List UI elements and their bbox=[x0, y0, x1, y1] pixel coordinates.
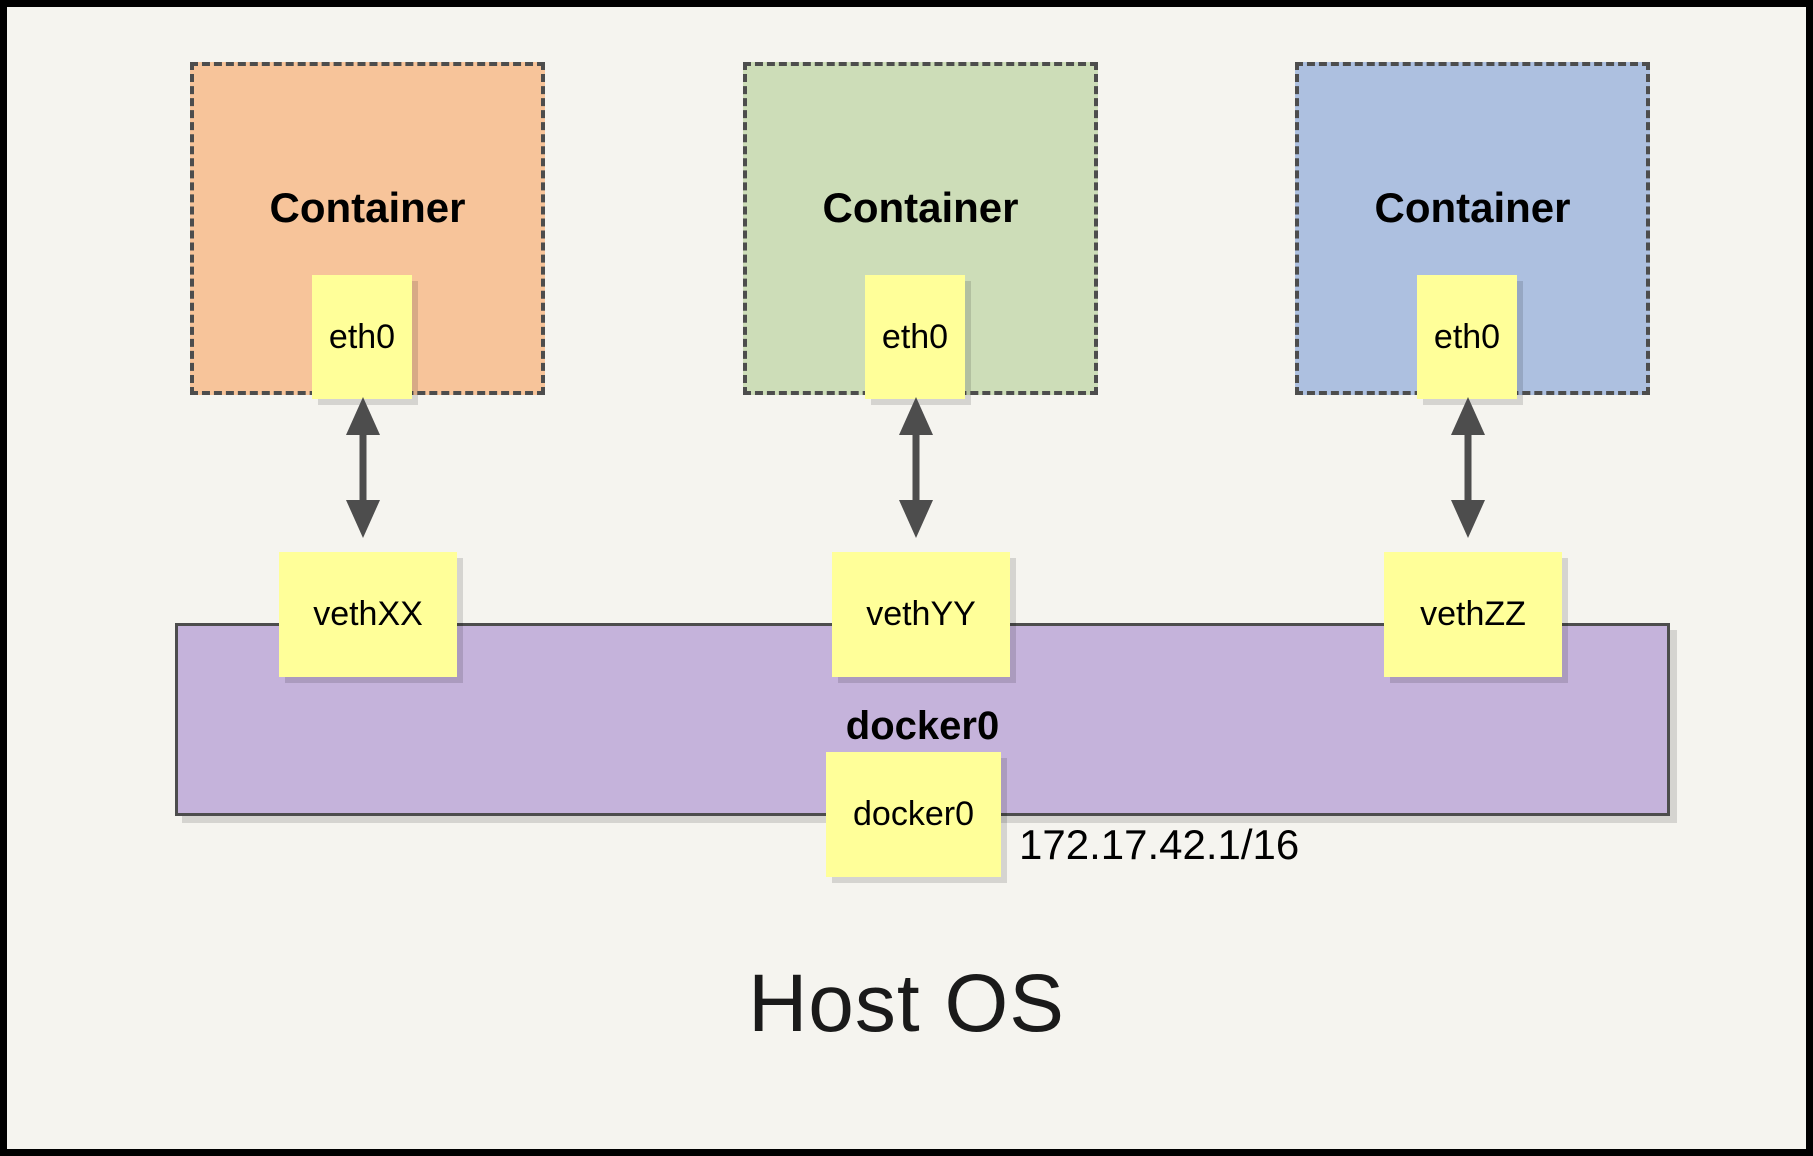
veth-box-label-1: vethXX bbox=[313, 595, 423, 633]
docker0-iface-box: docker0 bbox=[826, 752, 1001, 877]
container-eth0-label-3: eth0 bbox=[1433, 317, 1501, 356]
container-title-1: Container bbox=[269, 184, 466, 231]
container-eth0-3: eth0 bbox=[1417, 275, 1517, 399]
docker0-bar-label: docker0 bbox=[845, 704, 1000, 748]
veth-box-label-2: vethYY bbox=[866, 595, 976, 633]
container-title-2: Container bbox=[822, 184, 1019, 231]
container-title-3: Container bbox=[1374, 184, 1571, 231]
veth-box-label-3: vethZZ bbox=[1420, 595, 1526, 633]
container-eth0-2: eth0 bbox=[865, 275, 965, 399]
veth-pair-arrow-3 bbox=[1451, 397, 1485, 538]
veth-box-2: vethYY bbox=[832, 552, 1010, 677]
container-eth0-1: eth0 bbox=[312, 275, 412, 399]
container-eth0-label-1: eth0 bbox=[328, 317, 396, 356]
docker0-iface-label: docker0 bbox=[853, 795, 974, 833]
veth-box-3: vethZZ bbox=[1384, 552, 1562, 677]
container-eth0-label-2: eth0 bbox=[881, 317, 949, 356]
docker0-ip-label: 172.17.42.1/16 bbox=[1019, 821, 1300, 868]
host-os-label: Host OS bbox=[748, 958, 1065, 1049]
veth-box-1: vethXX bbox=[279, 552, 457, 677]
veth-pair-arrow-1 bbox=[346, 397, 380, 538]
veth-pair-arrow-2 bbox=[899, 397, 933, 538]
